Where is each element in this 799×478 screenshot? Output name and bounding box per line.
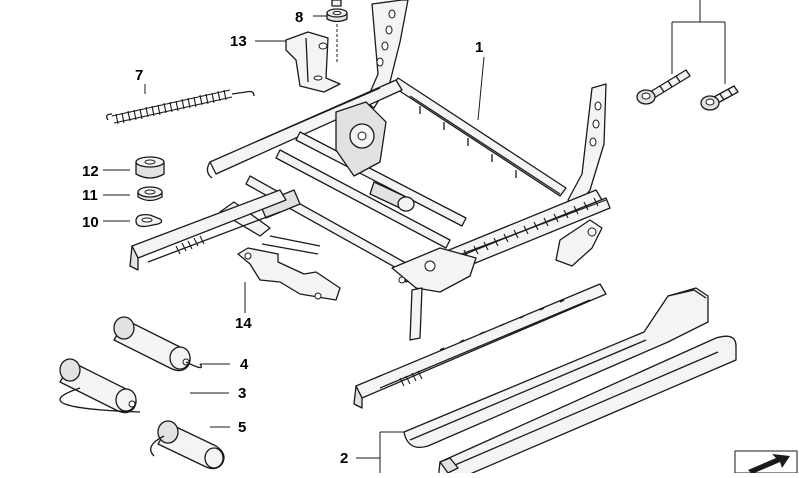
- callout-14: 14: [235, 315, 252, 332]
- right-seat-rail: [353, 283, 607, 409]
- seat-frame: [206, 0, 611, 341]
- callout-12: 12: [82, 163, 99, 180]
- left-seat-rail: [129, 189, 287, 271]
- callout-8: 8: [295, 9, 303, 26]
- bracket-14: [237, 235, 341, 301]
- callout-11: 11: [82, 187, 98, 204]
- motor-3: [59, 358, 141, 414]
- motor-4: [113, 316, 203, 372]
- callout-4: 4: [240, 356, 249, 373]
- callout-10: 10: [82, 214, 99, 231]
- callout-1: 1: [475, 39, 483, 56]
- callout-3: 3: [238, 385, 246, 402]
- nut-8: [326, 0, 348, 23]
- washer-11: [137, 186, 163, 202]
- bushing-12: [135, 156, 165, 179]
- callout-13: 13: [230, 33, 247, 50]
- clip-10: [135, 213, 163, 228]
- callout-7: 7: [135, 67, 143, 84]
- trim-cover-lower: [437, 335, 737, 478]
- motor-5: [150, 420, 225, 470]
- leader-lines: [103, 0, 726, 473]
- callout-5: 5: [238, 419, 246, 436]
- tension-spring: [106, 89, 255, 125]
- bracket-13: [285, 31, 341, 93]
- trim-cover-upper: [403, 287, 709, 449]
- direction-arrow: [734, 450, 798, 474]
- bolt-long: [636, 69, 691, 105]
- bolt-short: [700, 85, 739, 111]
- callout-2: 2: [340, 450, 348, 467]
